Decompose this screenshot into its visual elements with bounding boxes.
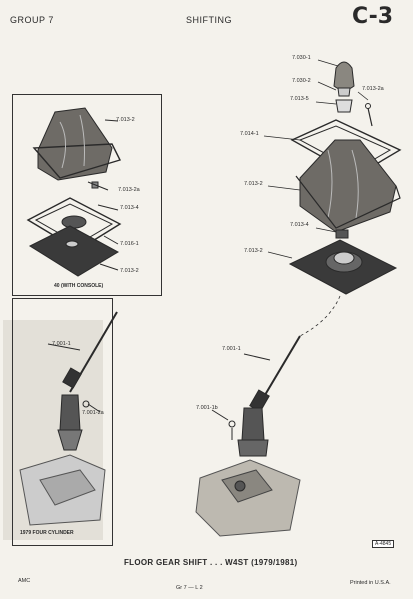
label-boot: 7.013-2 [244,181,263,187]
diagram-title: FLOOR GEAR SHIFT . . . W4ST (1979/1981) [124,558,298,567]
footer-left: AMC [18,578,31,584]
inset-caption-four-cyl: 1979 FOUR CYLINDER [20,530,74,536]
inset-label-lever: 7.001-1 [52,341,71,347]
inset-lever-assembly [19,311,118,526]
inset-label-boot-small: 7.001-2a [82,410,104,416]
main-shift-knob [333,61,373,127]
label-retainer: 7.013-4 [290,222,309,228]
inset-boot-assembly [26,107,122,277]
inset-label-retainer: 7.013-4 [120,205,139,211]
inset-four-cylinder [12,298,113,546]
main-plate [288,239,398,295]
label-knob: 7.030-1 [292,55,311,61]
label-bolt: 7.001-1b [196,405,218,411]
group-label: GROUP 7 [10,15,54,25]
label-lever: 7.001-1 [222,346,241,352]
label-bezel: 7.014-1 [240,131,259,137]
inset-caption-console: 40 (WITH CONSOLE) [54,283,104,289]
main-boot [295,139,401,239]
label-plate: 7.013-2 [244,248,263,254]
art-number: A-4845 [372,540,395,548]
inset-label-screw: 7.013-2a [118,187,140,193]
sheet-code: C-3 [352,4,394,29]
inset-label-plate: 7.013-2 [120,268,139,274]
main-transmission [195,459,301,537]
label-nut: 7.013-5 [290,96,309,102]
main-shift-lever [211,335,301,457]
label-screw: 7.013-2a [362,86,384,92]
inset-label-bezel: 7.016-1 [120,241,139,247]
section-title: SHIFTING [186,15,232,25]
footer-page: Gr 7 — L 2 [176,585,203,591]
inset-with-console [12,94,162,296]
inset-label-boot: 7.013-2 [116,117,135,123]
label-knob-insert: 7.030-2 [292,78,311,84]
footer-right: Printed in U.S.A. [350,580,391,586]
